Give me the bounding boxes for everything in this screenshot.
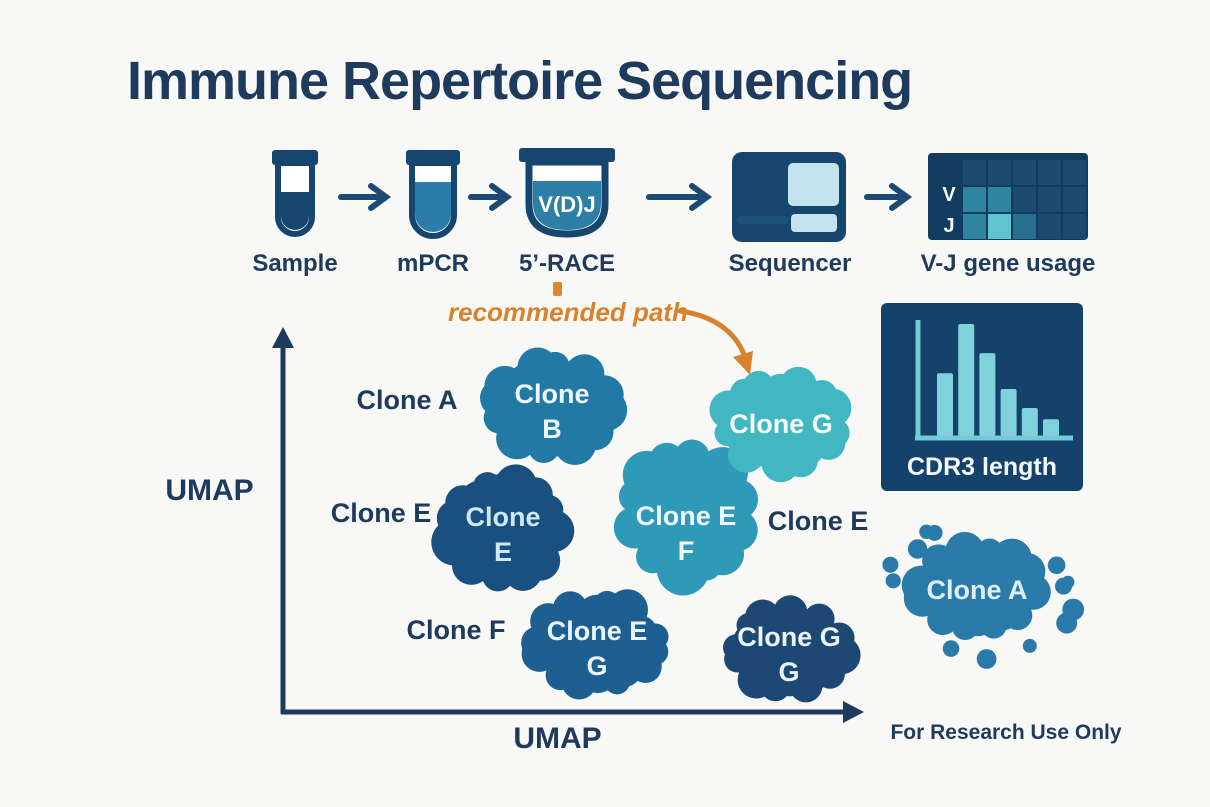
footer-disclaimer: For Research Use Only	[890, 721, 1122, 744]
heatmap-cell	[963, 187, 986, 212]
workflow-step-vj-usage: V J V-J gene usage	[908, 146, 1108, 286]
heatmap-cell	[1013, 160, 1036, 185]
cluster-label: Clone G	[729, 409, 833, 439]
vj-heatmap-icon: V J	[928, 153, 1088, 240]
umap-free-label: Clone E	[768, 506, 869, 536]
cluster-label: Clone E	[636, 501, 737, 531]
heatmap-row-j-label: J	[943, 215, 954, 237]
cluster-label: F	[678, 536, 695, 566]
heatmap-cell	[963, 160, 986, 185]
heatmap-row-v-label: V	[942, 184, 956, 206]
recommended-path-arrow	[677, 308, 753, 375]
recommended-path-label: recommended path	[448, 297, 688, 327]
step-label: Sample	[252, 250, 338, 277]
cluster-label: E	[494, 537, 512, 567]
cluster-satellite-dot	[976, 649, 997, 669]
heatmap-cell	[1063, 214, 1086, 239]
cluster-clone-e-f: Clone E F	[613, 439, 758, 596]
umap-y-arrowhead	[272, 327, 294, 348]
cluster-label: Clone G	[737, 622, 841, 652]
flow-arrow	[646, 183, 713, 211]
cluster-clone-g: Clone G	[709, 366, 852, 483]
cdr3-bar	[1043, 419, 1059, 436]
cluster-label: G	[586, 651, 607, 681]
cluster-satellite-dot	[1022, 638, 1037, 653]
cluster-label: Clone	[465, 502, 540, 532]
cluster-satellite-dot	[1062, 598, 1085, 621]
cluster-label: G	[778, 657, 799, 687]
umap-x-arrowhead	[843, 701, 864, 723]
cdr3-length-card: CDR3 length	[881, 303, 1083, 491]
heatmap-cell	[1038, 160, 1061, 185]
cdr3-bar	[1000, 389, 1017, 436]
heatmap-cell	[1063, 160, 1086, 185]
cluster-clone-e-g: Clone E G	[521, 589, 669, 700]
cdr3-bar	[958, 324, 975, 436]
cluster-satellite-dot	[1055, 577, 1072, 595]
heatmap-cell	[988, 187, 1011, 212]
cluster-label: Clone	[514, 379, 589, 409]
cluster-satellite-dot	[942, 640, 960, 657]
umap-y-axis-label: UMAP	[165, 474, 254, 507]
cdr3-bar-chart	[915, 320, 1073, 441]
cluster-satellite-dot	[1056, 612, 1078, 634]
heatmap-cell	[1013, 214, 1036, 239]
cdr3-bar	[979, 353, 996, 436]
heatmap-cell	[1063, 187, 1086, 212]
step-label: Sequencer	[728, 250, 852, 277]
umap-free-labels: Clone A Clone E Clone E Clone F	[331, 385, 869, 645]
heatmap-cell	[1038, 214, 1061, 239]
cluster-label: Clone E	[547, 616, 648, 646]
step-label: 5’-RACE	[518, 250, 615, 277]
cdr3-bar	[937, 373, 953, 436]
cluster-satellite-dot	[926, 524, 943, 541]
cluster-satellite-dot	[882, 556, 899, 573]
heatmap-cell	[1013, 187, 1036, 212]
vdj-label: V(D)J	[538, 192, 595, 217]
flow-arrow	[864, 183, 913, 211]
heatmap-cell	[988, 214, 1011, 239]
workflow-step-mpcr: mPCR	[353, 146, 513, 286]
cluster-clone-a: Clone A	[882, 524, 1085, 669]
cluster-label: B	[542, 414, 562, 444]
workflow-step-5race: V(D)J 5’-RACE	[487, 146, 647, 286]
umap-x-axis-label: UMAP	[513, 722, 602, 755]
race-jar-icon: V(D)J	[519, 148, 615, 238]
umap-free-label: Clone E	[331, 498, 432, 528]
umap-axes	[272, 327, 864, 723]
heatmap-cell	[988, 160, 1011, 185]
sample-tube-icon	[272, 150, 318, 237]
workflow-step-sample: Sample	[215, 146, 375, 286]
page-title: Immune Repertoire Sequencing	[127, 51, 913, 111]
cdr3-bar	[1021, 408, 1038, 436]
step-label: V-J gene usage	[920, 250, 1096, 277]
mpcr-tube-icon	[406, 150, 460, 239]
cluster-clone-g-g: Clone G G	[723, 595, 861, 703]
cluster-satellite-dot	[1047, 556, 1066, 575]
cluster-satellite-dot	[1061, 575, 1075, 589]
umap-free-label: Clone A	[357, 385, 458, 415]
heatmap-cell	[1038, 187, 1061, 212]
umap-free-label: Clone F	[407, 615, 506, 645]
heatmap-cell	[963, 214, 986, 239]
workflow-step-sequencer: Sequencer	[710, 146, 870, 286]
step-label: mPCR	[396, 250, 469, 277]
cluster-satellite-dot	[885, 573, 901, 589]
cluster-satellite-dot	[919, 524, 934, 539]
cdr3-title: CDR3 length	[907, 453, 1057, 481]
cluster-label: Clone A	[927, 575, 1028, 605]
cluster-satellite-dot	[907, 539, 928, 559]
sequencer-icon	[732, 152, 846, 242]
